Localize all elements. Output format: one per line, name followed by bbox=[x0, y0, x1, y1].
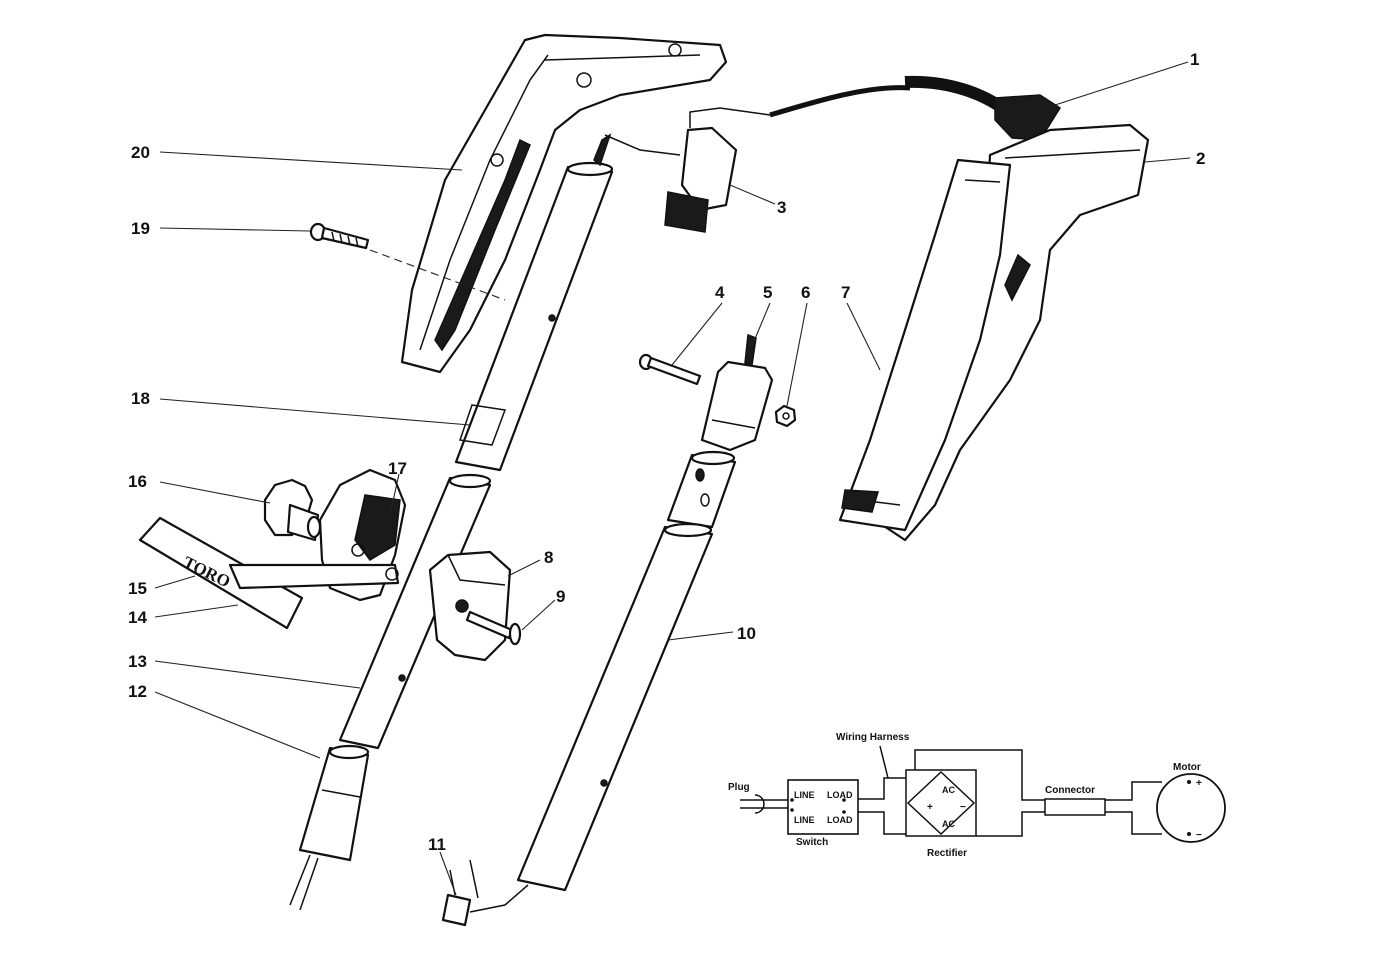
leader-19 bbox=[159, 227, 311, 232]
switch-load-2: LOAD bbox=[827, 815, 853, 825]
callout-6: 6 bbox=[801, 283, 810, 302]
leader-15 bbox=[154, 575, 196, 589]
callout-4: 4 bbox=[715, 283, 725, 302]
part-5-sleeve bbox=[700, 333, 774, 452]
leader-14 bbox=[154, 604, 239, 618]
rectifier-minus: − bbox=[960, 802, 966, 813]
part-10-lower-tube bbox=[469, 450, 737, 913]
callout-16: 16 bbox=[128, 472, 147, 491]
leader-13 bbox=[154, 660, 361, 689]
callout-10: 10 bbox=[737, 624, 756, 643]
part-18-upper-tube bbox=[454, 133, 614, 472]
callout-3: 3 bbox=[777, 198, 786, 217]
leader-6 bbox=[786, 302, 808, 407]
motor-symbol bbox=[1156, 773, 1226, 843]
rectifier-ac-1: AC bbox=[942, 785, 955, 795]
part-7-handle-cover bbox=[838, 158, 1012, 532]
rectifier-plus: + bbox=[927, 802, 933, 813]
part-19-screw bbox=[309, 222, 370, 250]
leader-16 bbox=[159, 481, 271, 504]
callout-20: 20 bbox=[131, 143, 150, 162]
leader-5 bbox=[751, 302, 771, 347]
rectifier-box bbox=[905, 769, 977, 837]
rectifier-label: Rectifier bbox=[927, 848, 967, 859]
switch-line-2: LINE bbox=[794, 815, 815, 825]
part-6-nut bbox=[774, 404, 797, 428]
leader-18 bbox=[159, 398, 471, 426]
callout-12: 12 bbox=[128, 682, 147, 701]
switch-line-1: LINE bbox=[794, 790, 815, 800]
motor-label: Motor bbox=[1173, 762, 1201, 773]
harness-pointer bbox=[879, 745, 889, 779]
callout-15: 15 bbox=[128, 579, 147, 598]
part-9-bolt bbox=[465, 610, 522, 646]
leader-9 bbox=[521, 599, 556, 631]
rectifier-ac-2: AC bbox=[942, 819, 955, 829]
callout-18: 18 bbox=[131, 389, 150, 408]
leader-lines bbox=[154, 61, 1191, 896]
switch-box bbox=[787, 779, 859, 835]
leader-12 bbox=[154, 691, 321, 759]
plug-label: Plug bbox=[728, 782, 750, 793]
callout-numbers: 1 2 3 4 5 6 7 8 9 10 11 12 13 14 15 16 1… bbox=[128, 50, 1205, 854]
leader-17 bbox=[389, 473, 400, 516]
callout-19: 19 bbox=[131, 219, 150, 238]
callout-17: 17 bbox=[388, 459, 407, 478]
part-8-clamp-block bbox=[428, 550, 512, 662]
part-3-switch bbox=[604, 107, 771, 233]
leader-1 bbox=[1054, 61, 1189, 106]
part-4-bolt bbox=[638, 353, 702, 386]
leader-2 bbox=[1144, 157, 1191, 163]
part-11-connector bbox=[441, 859, 479, 927]
part-14-handle-bar bbox=[138, 516, 400, 630]
callout-1: 1 bbox=[1190, 50, 1199, 69]
part-16-knob bbox=[263, 478, 322, 542]
leader-19-axis bbox=[369, 249, 506, 301]
switch-load-1: LOAD bbox=[827, 790, 853, 800]
connector-box bbox=[1044, 798, 1106, 816]
callout-7: 7 bbox=[841, 283, 850, 302]
part-12-coupling bbox=[289, 744, 370, 911]
leader-10 bbox=[667, 631, 734, 641]
wiring-harness-label: Wiring Harness bbox=[836, 732, 910, 743]
connector-label: Connector bbox=[1045, 785, 1095, 796]
leader-7 bbox=[846, 302, 881, 371]
leader-4 bbox=[671, 302, 723, 366]
switch-label: Switch bbox=[796, 837, 828, 848]
callout-5: 5 bbox=[763, 283, 772, 302]
leader-11 bbox=[439, 851, 457, 896]
callout-11: 11 bbox=[428, 835, 446, 854]
leader-8 bbox=[507, 559, 541, 577]
callout-8: 8 bbox=[544, 548, 553, 567]
callout-13: 13 bbox=[128, 652, 147, 671]
leader-3 bbox=[729, 184, 776, 205]
wiring-schematic: Wiring Harness Plug LINE LINE LOAD LOAD … bbox=[728, 732, 1226, 859]
motor-minus: − bbox=[1196, 830, 1202, 841]
callout-2: 2 bbox=[1196, 149, 1205, 168]
part-1-power-cord bbox=[769, 75, 1062, 141]
motor-plus: + bbox=[1196, 778, 1202, 789]
rectifier-bridge bbox=[906, 770, 976, 836]
leader-20 bbox=[159, 151, 463, 171]
callout-9: 9 bbox=[556, 587, 565, 606]
part-20-left-handle-half bbox=[400, 33, 728, 374]
part-13-lower-tube bbox=[338, 473, 492, 750]
plug-symbol bbox=[754, 794, 765, 814]
callout-14: 14 bbox=[128, 608, 147, 627]
